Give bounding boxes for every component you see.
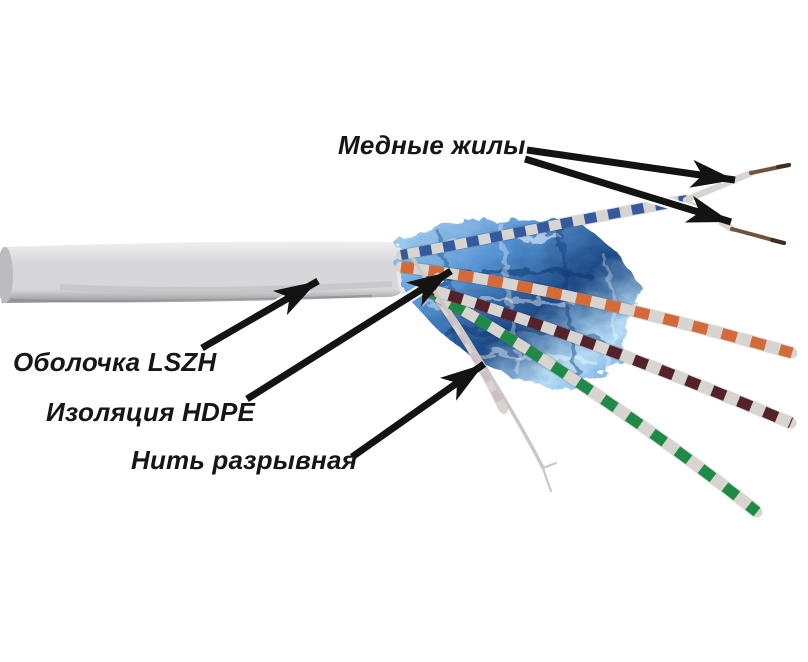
twisted-pair-brown [423, 282, 797, 429]
arrow-sheath [199, 277, 320, 353]
callout-arrows [199, 144, 736, 462]
label-insulation: Изоляция HDPE [46, 397, 256, 427]
arrow-copper-2 [523, 153, 733, 226]
arrow-copper-1 [526, 144, 736, 188]
label-ripcord: Нить разрывная [131, 445, 358, 475]
label-copper-wires: Медные жилы [338, 130, 526, 160]
arrow-ripcord [348, 361, 487, 462]
twisted-pair-green [422, 285, 763, 518]
twisted-pair-blue [396, 194, 692, 261]
label-sheath: Оболочка LSZH [13, 347, 217, 377]
cable-jacket [0, 241, 411, 303]
arrow-insulation [244, 268, 453, 404]
jacket-left-cap [0, 247, 13, 303]
